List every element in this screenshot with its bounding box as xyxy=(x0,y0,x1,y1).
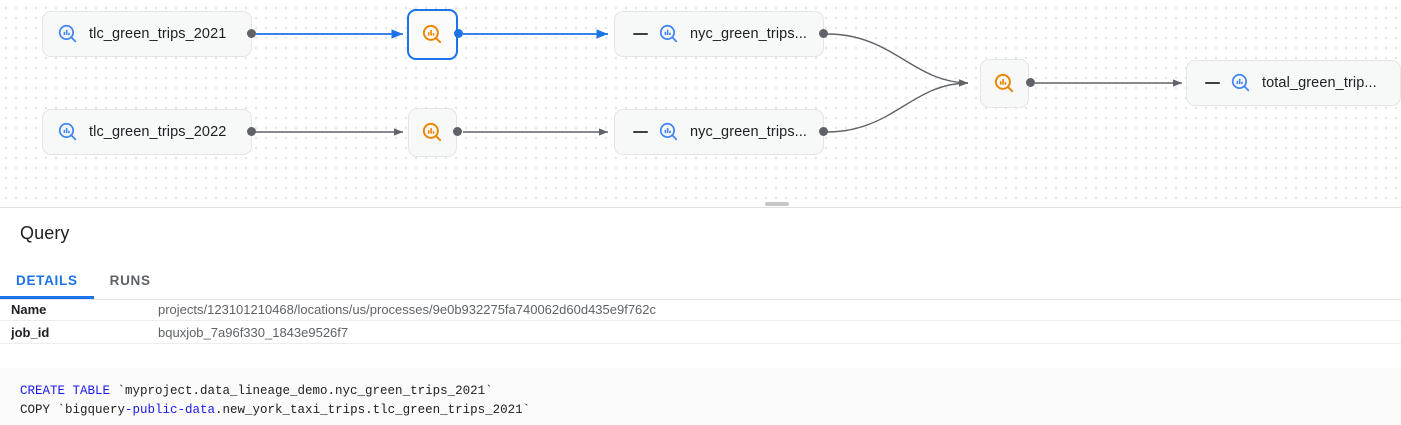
table-row: Name projects/123101210468/locations/us/… xyxy=(0,298,1401,321)
detail-value: projects/123101210468/locations/us/proce… xyxy=(158,301,657,317)
node-output-port[interactable] xyxy=(454,29,463,38)
bigquery-process-icon xyxy=(421,23,444,46)
node-label: tlc_green_trips_2021 xyxy=(89,26,227,42)
graph-node-process-2[interactable] xyxy=(408,108,457,157)
graph-node-process-selected[interactable] xyxy=(407,9,458,60)
sql-line2-rest: .new_york_taxi_trips.tlc_green_trips_202… xyxy=(215,403,531,417)
graph-node-process-3[interactable] xyxy=(980,59,1029,108)
node-output-port[interactable] xyxy=(247,29,256,38)
bigquery-process-icon xyxy=(421,121,444,144)
panel-resize-handle[interactable] xyxy=(765,202,789,206)
tab-bar: DETAILS RUNS xyxy=(0,263,1401,300)
detail-key: Name xyxy=(11,301,47,317)
detail-value: bquxjob_7a96f330_1843e9526f7 xyxy=(158,324,349,340)
bigquery-table-icon xyxy=(1230,72,1252,94)
node-output-port[interactable] xyxy=(453,127,462,136)
node-output-port[interactable] xyxy=(819,29,828,38)
collapse-toggle-icon[interactable] xyxy=(633,33,648,35)
bigquery-process-icon xyxy=(993,72,1016,95)
collapse-toggle-icon[interactable] xyxy=(633,131,648,133)
bigquery-table-icon xyxy=(658,121,680,143)
detail-key: job_id xyxy=(11,324,50,340)
bigquery-table-icon xyxy=(57,121,79,143)
node-label: tlc_green_trips_2022 xyxy=(89,124,227,140)
collapse-toggle-icon[interactable] xyxy=(1205,82,1220,84)
edge-nyc2-to-process3 xyxy=(826,79,969,133)
sql-public-data-highlight: -public-data xyxy=(125,403,216,417)
tab-details[interactable]: DETAILS xyxy=(0,262,94,299)
graph-node-tlc-green-trips-2022[interactable]: tlc_green_trips_2022 xyxy=(42,109,252,155)
graph-node-tlc-green-trips-2021[interactable]: tlc_green_trips_2021 xyxy=(42,11,252,57)
lineage-graph-canvas[interactable]: tlc_green_trips_2021 tlc_green_trips_202… xyxy=(0,0,1401,207)
graph-node-nyc-green-trips-2[interactable]: nyc_green_trips... xyxy=(614,109,824,155)
node-label: nyc_green_trips... xyxy=(690,124,808,140)
sql-keyword-create-table: CREATE TABLE xyxy=(20,384,111,398)
node-output-port[interactable] xyxy=(1026,78,1035,87)
table-row: job_id bquxjob_7a96f330_1843e9526f7 xyxy=(0,321,1401,344)
node-output-port[interactable] xyxy=(247,127,256,136)
tab-runs[interactable]: RUNS xyxy=(109,273,151,288)
details-panel: Query DETAILS RUNS Name projects/1231012… xyxy=(0,202,1401,425)
node-label: nyc_green_trips... xyxy=(690,26,808,42)
sql-line1-rest: `myproject.data_lineage_demo.nyc_green_t… xyxy=(110,384,493,398)
sql-code-block[interactable]: CREATE TABLE `myproject.data_lineage_dem… xyxy=(0,368,1401,425)
node-output-port[interactable] xyxy=(819,127,828,136)
edge-nyc1-to-process3 xyxy=(826,33,969,87)
bigquery-table-icon xyxy=(658,23,680,45)
page-title: Query xyxy=(20,223,70,243)
graph-node-total-green-trips[interactable]: total_green_trip... xyxy=(1186,60,1401,106)
sql-line2-prefix: COPY `bigquery xyxy=(20,403,126,417)
node-label: total_green_trip... xyxy=(1262,75,1377,91)
bigquery-table-icon xyxy=(57,23,79,45)
graph-node-nyc-green-trips-1[interactable]: nyc_green_trips... xyxy=(614,11,824,57)
